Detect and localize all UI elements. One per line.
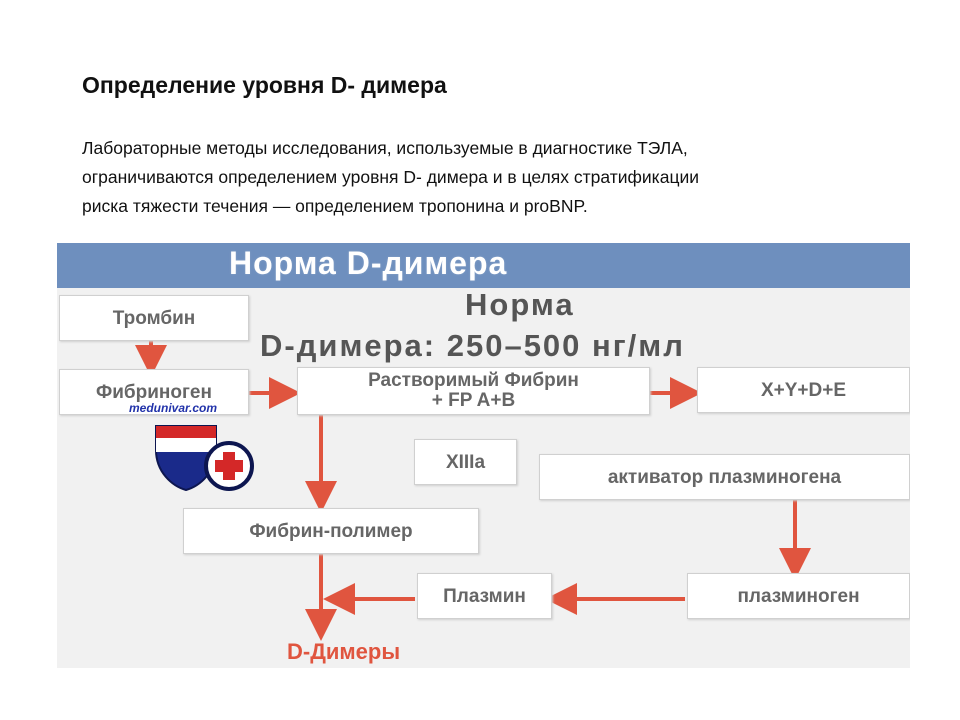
flow-arrows	[135, 338, 811, 641]
box-plasmin: Плазмин	[417, 573, 552, 619]
paragraph-line: риска тяжести течения — определением тро…	[82, 196, 588, 216]
paragraph-line: ограничиваются определением уровня D- ди…	[82, 167, 700, 187]
box-xiiia: XIIIa	[414, 439, 517, 485]
banner-title: Норма D-димера	[229, 245, 508, 281]
box-thrombin: Тромбин	[59, 295, 249, 341]
norm-label: Норма	[465, 287, 575, 322]
d-dimer-diagram-image: Норма D-димера Норма D-димера: 250–500 н…	[57, 243, 910, 668]
watermark-text: medunivar.com	[129, 401, 218, 415]
box-fibrinogen: Фибриноген	[59, 369, 249, 415]
box-fibrin-polymer: Фибрин-полимер	[183, 508, 479, 554]
ddimers-label: D-Димеры	[287, 639, 401, 664]
slide-title: Определение уровня D- димера	[82, 72, 447, 98]
box-xyde: X+Y+D+E	[697, 367, 910, 413]
box-plasminogen: плазминоген	[687, 573, 910, 619]
paragraph-line: Лабораторные методы исследования, исполь…	[82, 138, 688, 158]
slide-paragraph: Лабораторные методы исследования, исполь…	[82, 134, 882, 221]
figure-banner: Норма D-димера	[57, 243, 910, 288]
box-soluble-fibrin: Растворимый Фибрин + FP A+B	[297, 367, 650, 415]
box-plasminogen-activator: активатор плазминогена	[539, 454, 910, 500]
norm-range: D-димера: 250–500 нг/мл	[260, 328, 685, 363]
medunivar-logo-icon	[155, 425, 254, 492]
